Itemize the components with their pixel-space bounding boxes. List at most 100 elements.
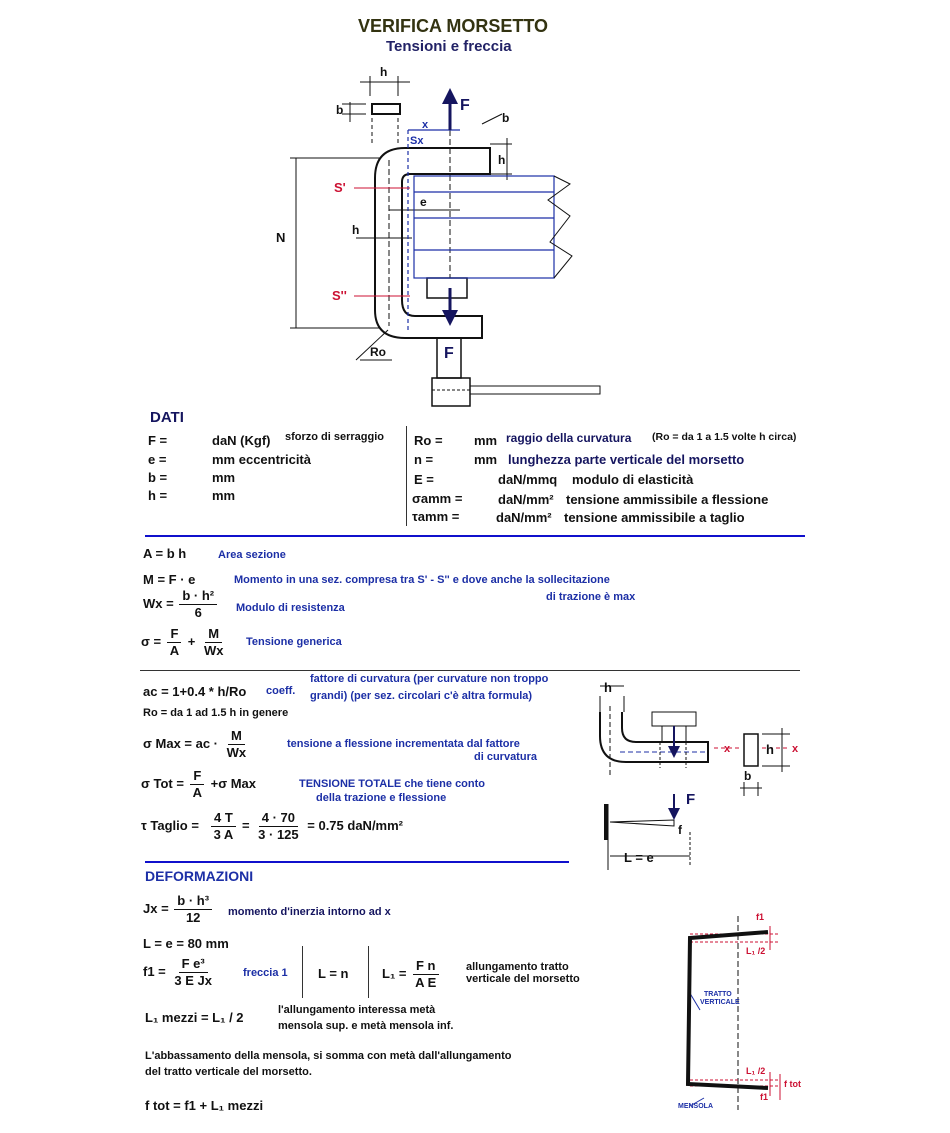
formula-tau-n2: 4 · 70 [258, 810, 299, 827]
dati-F-desc: sforzo di serraggio [285, 431, 385, 443]
formula-ro: Ro = da 1 ad 1.5 h in genere [143, 707, 289, 719]
side-f: f [678, 823, 683, 837]
formula-L1-num: F n [413, 958, 439, 975]
dati-E-desc: modulo di elasticità [572, 472, 694, 487]
formula-stot-num: F [190, 768, 205, 785]
formula-f1-num: F e³ [178, 956, 208, 973]
formula-M-desc2: di trazione è max [546, 591, 636, 603]
dim-h-mid: h [352, 223, 359, 237]
formula-stot-den: A [192, 785, 202, 800]
deform-note-2: del tratto verticale del morsetto. [145, 1066, 312, 1078]
defl-mensola: MENSOLA [678, 1103, 713, 1110]
defl-ftot: f tot [784, 1079, 801, 1089]
formula-sigma-plus: + [187, 633, 196, 649]
dati-e-unit: mm eccentricità [212, 452, 311, 467]
force-F-bottom: F [444, 345, 454, 362]
force-F-top: F [460, 97, 470, 114]
dati-F-sym: F = [148, 433, 168, 448]
section-S2: S'' [332, 288, 347, 303]
clamp-main-diagram: h b F x Sx b h S' e N h S'' Ro F [276, 65, 601, 407]
formula-tau-eq: = [241, 817, 250, 833]
side-b: b [744, 769, 751, 783]
defl-f1-bottom: f1 [760, 1092, 768, 1102]
dati-Ro-sym: Ro = [414, 433, 443, 448]
side-h-top: h [604, 680, 612, 695]
formula-f1-den: 3 E Jx [174, 973, 212, 988]
defl-L1-2-top: L₁ /2 [746, 946, 765, 956]
dati-h-unit: mm [212, 488, 236, 503]
dati-Ro-unit: mm [474, 433, 498, 448]
formula-Wx-lhs: Wx = [143, 595, 174, 611]
formula-tau-d2: 3 · 125 [258, 827, 299, 842]
formula-L1m: L₁ mezzi = L₁ / 2 [145, 1010, 244, 1025]
rule-3 [145, 861, 569, 863]
formula-jx-den: 12 [185, 910, 201, 925]
side-h-right: h [766, 742, 774, 757]
formula-M-desc: Momento in una sez. compresa tra S' - S'… [234, 574, 610, 586]
formula-smax-den: Wx [226, 745, 247, 760]
side-F: F [686, 791, 695, 808]
dati-E-unit: daN/mmq [498, 472, 558, 487]
formula-ac-desc: fattore di curvatura (per curvature non … [310, 673, 549, 685]
formula-smax-num: M [227, 728, 245, 745]
formula-M: M = F · e [143, 572, 196, 587]
side-Le: L = e [624, 850, 654, 865]
defl-f1-top: f1 [756, 912, 764, 922]
deflection-diagram: f1 L₁ /2 TRATTO VERTICALE L₁ /2 f tot f1… [678, 912, 801, 1110]
side-x-right: x [792, 743, 799, 755]
dati-b-sym: b = [148, 470, 168, 485]
dim-b-left: b [336, 103, 343, 117]
formula-tau-res: = 0.75 daN/mm² [307, 817, 404, 833]
formula-Wx-den: 6 [194, 605, 202, 620]
dati-samm-unit: daN/mm² [498, 492, 554, 507]
dati-b-unit: mm [212, 470, 236, 485]
formula-smax-desc2: di curvatura [474, 751, 537, 763]
formula-ac-coeff: coeff. [266, 685, 296, 697]
formula-sigma-lhs: σ = [141, 633, 162, 649]
defl-L1-2-bottom: L₁ /2 [746, 1066, 765, 1076]
rule-2 [140, 670, 800, 671]
dati-tamm-unit: daN/mm² [496, 510, 552, 525]
formula-L1m-desc2: mensola sup. e metà mensola inf. [278, 1020, 454, 1032]
dim-h-top: h [380, 65, 387, 79]
dati-n-unit: mm [474, 452, 498, 467]
formula-ac: ac = 1+0.4 * h/Ro [143, 684, 247, 699]
formula-Wx-desc: Modulo di resistenza [236, 602, 345, 614]
deform-divider-1 [302, 946, 303, 998]
formula-f1-lhs: f1 = [143, 963, 166, 979]
section-S1: S' [334, 180, 346, 195]
dati-F-unit: daN (Kgf) [212, 433, 271, 448]
formula-jx-num: b · h³ [174, 893, 213, 910]
dati-n-desc: lunghezza parte verticale del morsetto [508, 452, 745, 467]
formula-A-desc: Area sezione [218, 549, 286, 561]
formula-L1-lhs: L₁ = [382, 965, 407, 981]
formula-jx-lhs: Jx = [143, 900, 169, 916]
dati-E-sym: E = [414, 472, 434, 487]
defl-tratto: TRATTO [704, 991, 732, 998]
formula-L1-desc: allungamento tratto [466, 961, 569, 973]
formula-sigma-d1: A [169, 643, 180, 658]
dati-Ro-desc: raggio della curvatura [506, 431, 632, 445]
formula-L1m-desc: l'allungamento interessa metà [278, 1004, 436, 1016]
dati-samm-desc: tensione ammissibile a flessione [566, 492, 769, 507]
deform-divider-2 [368, 946, 369, 998]
dim-b-right: b [502, 111, 509, 125]
dati-tamm-desc: tensione ammissibile a taglio [564, 510, 745, 525]
dati-title: DATI [150, 409, 184, 426]
formula-sigma-n2: M [205, 626, 223, 643]
dati-divider [406, 426, 407, 526]
deform-title: DEFORMAZIONI [145, 868, 254, 884]
formula-L1-den: A E [415, 975, 437, 990]
dati-n-sym: n = [414, 452, 434, 467]
